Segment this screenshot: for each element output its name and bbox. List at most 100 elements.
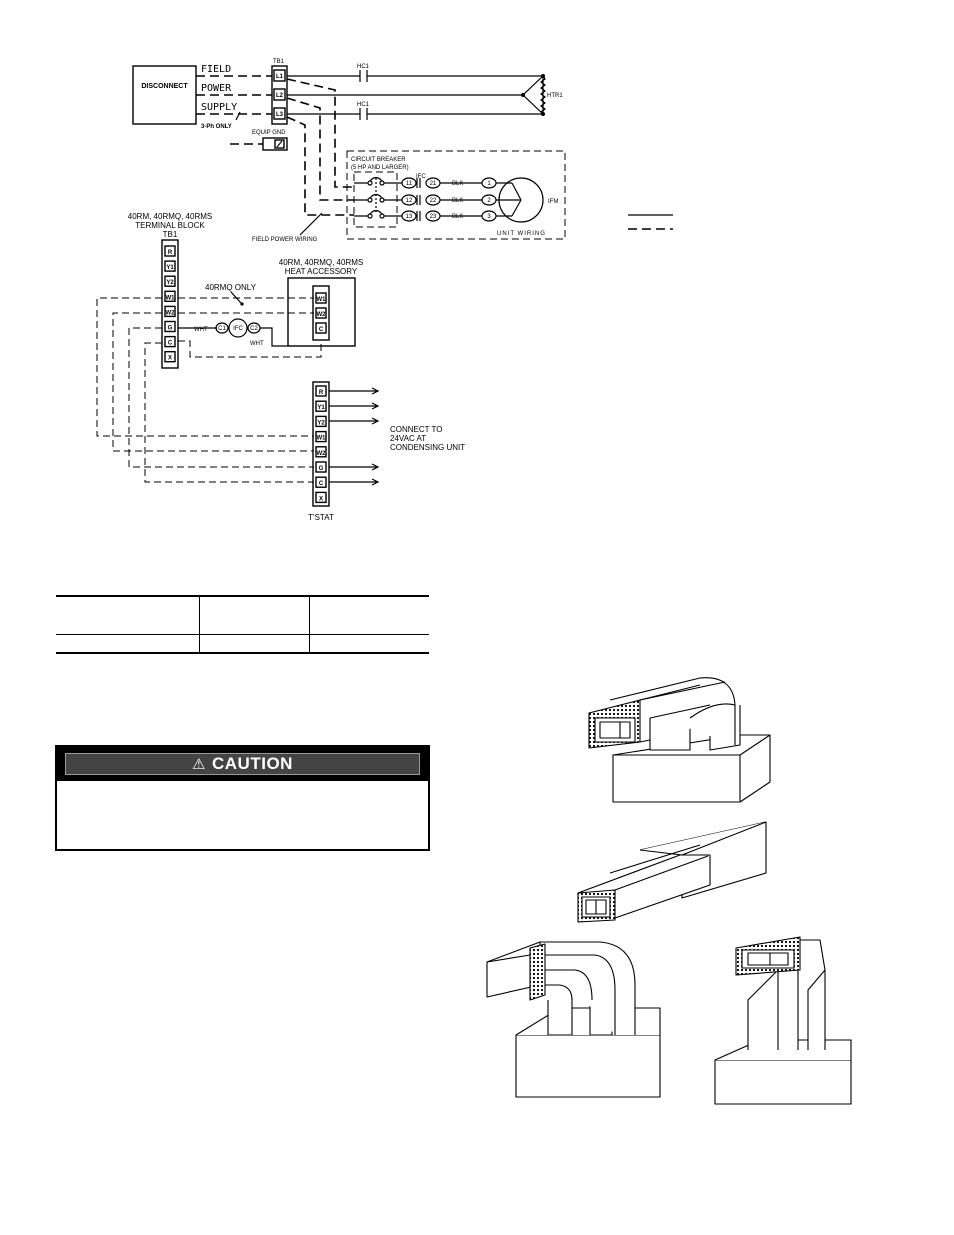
terminal-box (315, 446, 327, 458)
terminal-label: W1 (166, 295, 176, 301)
terminal-box (164, 335, 176, 348)
terminal-label: Y2 (317, 420, 325, 426)
duct-figure-1 (588, 677, 771, 803)
svg-text:EQUIP GND: EQUIP GND (252, 130, 286, 136)
svg-text:11: 11 (406, 181, 413, 187)
svg-text:(5 HP AND LARGER): (5 HP AND LARGER) (351, 165, 409, 171)
svg-text:L1: L1 (276, 74, 284, 80)
terminal-box (164, 305, 176, 318)
svg-text:L3: L3 (276, 112, 284, 118)
table-col-divider (199, 595, 200, 653)
terminal-label: W1 (317, 436, 327, 442)
terminal-label: X (319, 496, 323, 502)
tb1-top-label: TB1 (273, 59, 285, 65)
terminal-box (315, 322, 327, 334)
terminal-label: W2 (317, 451, 327, 457)
caution-title-bar: ⚠ CAUTION (65, 753, 420, 775)
terminal-box (164, 320, 176, 333)
svg-text:CONDENSING UNIT: CONDENSING UNIT (390, 443, 465, 452)
svg-text:HEAT ACCESSORY: HEAT ACCESSORY (285, 267, 358, 276)
svg-text:40RM, 40RMQ, 40RMS: 40RM, 40RMQ, 40RMS (128, 212, 212, 221)
svg-text:C2: C2 (250, 326, 258, 332)
svg-text:22: 22 (430, 198, 437, 204)
terminal-box (164, 275, 176, 287)
svg-text:IFC: IFC (233, 326, 243, 332)
terminal-box (315, 400, 327, 412)
svg-text:1: 1 (487, 181, 491, 187)
field-label: FIELD (201, 64, 231, 75)
terminal-label: R (168, 250, 173, 256)
warning-triangle-icon: ⚠ (192, 756, 206, 773)
table-top-rule (56, 595, 429, 597)
svg-text:HTR1: HTR1 (547, 93, 563, 99)
terminal-label: Y1 (317, 405, 325, 411)
wiring-diagram: DISCONNECT FIELD POWER SUPPLY 3-Ph ONLY … (96, 59, 673, 522)
svg-text:12: 12 (406, 198, 413, 204)
svg-text:40RMQ ONLY: 40RMQ ONLY (205, 283, 257, 292)
terminal-box (164, 290, 176, 302)
svg-text:2: 2 (487, 198, 491, 204)
terminal-label: C (168, 341, 173, 347)
duct-figure-4 (714, 936, 852, 1105)
power-label: POWER (201, 83, 232, 94)
svg-text:C1: C1 (218, 326, 226, 332)
terminal-label: X (168, 356, 172, 362)
supply-label: SUPPLY (201, 102, 237, 113)
caution-box: ⚠ CAUTION (55, 745, 430, 851)
svg-text:40RM, 40RMQ, 40RMS: 40RM, 40RMQ, 40RMS (279, 258, 363, 267)
duct-figure-3 (486, 941, 661, 1098)
three-ph-only-label: 3-Ph ONLY (201, 124, 232, 130)
table-header-rule (56, 634, 429, 635)
svg-text:HC1: HC1 (357, 102, 370, 108)
terminal-box (315, 385, 327, 397)
terminal-box (315, 491, 327, 504)
svg-text:T'STAT: T'STAT (308, 513, 334, 522)
svg-text:3: 3 (487, 214, 491, 220)
svg-text:24VAC AT: 24VAC AT (390, 434, 426, 443)
terminal-box (164, 260, 176, 272)
svg-text:CIRCUIT BREAKER: CIRCUIT BREAKER (351, 157, 406, 163)
terminal-label: W2 (166, 310, 176, 316)
terminal-box (315, 476, 327, 488)
terminal-label: W1 (317, 297, 327, 303)
svg-text:IFC: IFC (416, 174, 426, 180)
terminal-label: G (168, 326, 173, 332)
table-col-divider (309, 595, 310, 653)
terminal-label: C (319, 481, 324, 487)
svg-text:TB1: TB1 (163, 230, 178, 239)
duct-figure-2 (577, 821, 767, 923)
terminal-box (315, 430, 327, 443)
disconnect-label: DISCONNECT (141, 83, 188, 90)
caution-title: CAUTION (212, 754, 293, 773)
terminal-box (164, 351, 176, 363)
svg-text:WHT: WHT (250, 341, 264, 347)
terminal-box (315, 415, 327, 428)
svg-text:BLK: BLK (452, 214, 463, 220)
terminal-box (164, 245, 176, 257)
table-bottom-rule (56, 652, 429, 654)
terminal-box (315, 307, 327, 319)
terminal-label: Y2 (166, 280, 174, 286)
svg-text:23: 23 (430, 214, 437, 220)
svg-text:WHT: WHT (194, 327, 208, 333)
svg-text:BLK: BLK (452, 181, 463, 187)
svg-text:L2: L2 (276, 93, 284, 99)
terminal-label: W2 (317, 312, 327, 318)
svg-text:IFM: IFM (548, 199, 558, 205)
terminal-box (315, 292, 327, 304)
svg-text:21: 21 (430, 181, 437, 187)
terminal-label: G (319, 466, 324, 472)
svg-text:13: 13 (406, 214, 413, 220)
caution-header: ⚠ CAUTION (57, 747, 428, 781)
svg-text:CONNECT TO: CONNECT TO (390, 425, 442, 434)
terminal-label: Y1 (166, 265, 174, 271)
svg-text:TERMINAL BLOCK: TERMINAL BLOCK (135, 221, 205, 230)
svg-text:BLK: BLK (452, 198, 463, 204)
terminal-label: C (319, 327, 324, 333)
svg-text:HC1: HC1 (357, 64, 370, 70)
terminal-box (315, 461, 327, 473)
svg-text:FIELD POWER WIRING: FIELD POWER WIRING (252, 237, 318, 243)
svg-text:UNIT WIRING: UNIT WIRING (497, 231, 546, 237)
terminal-label: R (319, 390, 324, 396)
